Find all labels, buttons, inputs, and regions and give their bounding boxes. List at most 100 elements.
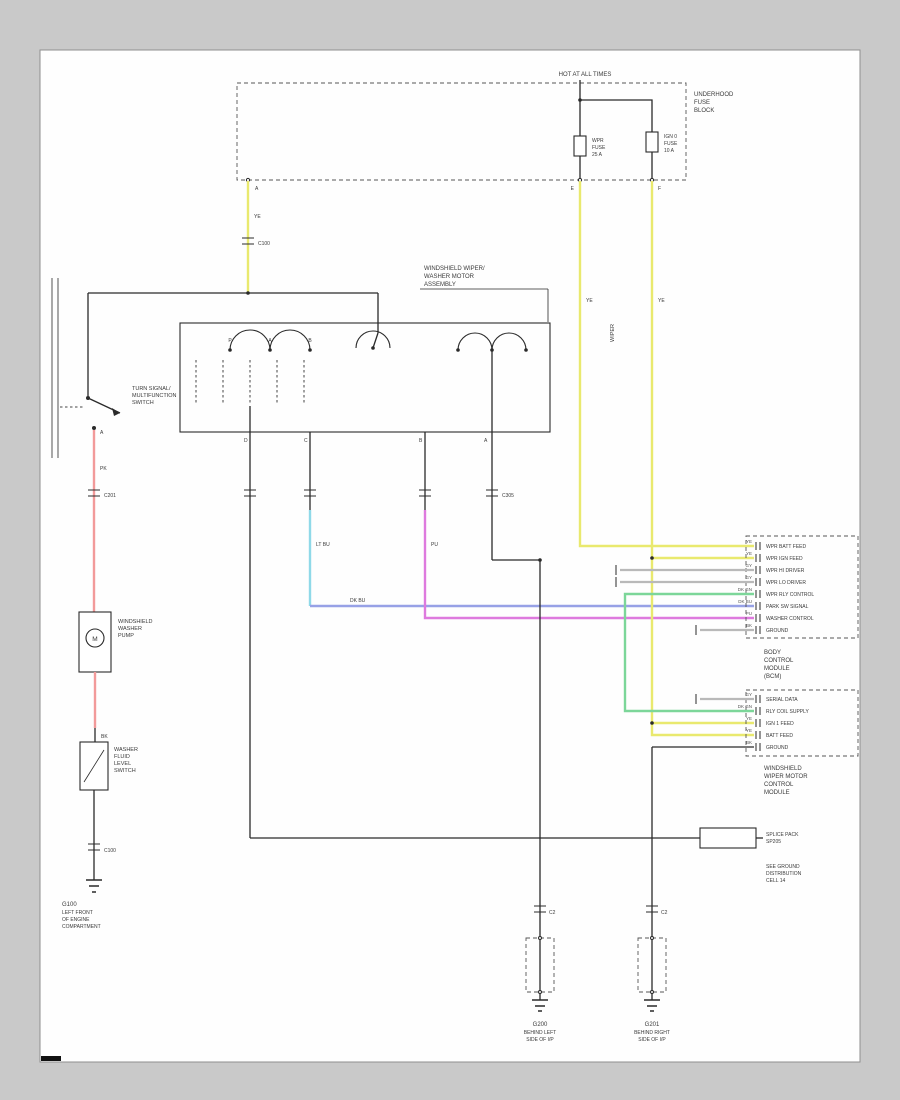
- pin-letter: D: [244, 438, 248, 444]
- splice-pack-name: SPLICE PACK: [766, 832, 799, 838]
- motor-name: WINDSHIELD WIPER/: [424, 266, 485, 272]
- fuse2-label: FUSE: [664, 141, 678, 147]
- ground-name-g201: G201: [645, 1022, 660, 1028]
- washer-pump-motor-icon: [85, 628, 105, 648]
- bcm-row-label: PARK SW SIGNAL: [766, 604, 809, 610]
- brush-arcs: [457, 332, 527, 351]
- fuse1-label: 25 A: [592, 152, 603, 158]
- wire-color-label: YE: [658, 298, 665, 304]
- arc-terminal: [308, 348, 312, 352]
- gray-wires: [620, 568, 754, 632]
- module2-name: WIPER MOTOR: [764, 774, 808, 780]
- fuse-block-outline: [236, 82, 687, 181]
- bcm-name: MODULE: [764, 666, 790, 672]
- bcm-row-label: WPR HI DRIVER: [766, 568, 805, 574]
- connector-c2-ticks: [646, 905, 658, 913]
- switch-name: MULTIFUNCTION: [132, 393, 177, 399]
- splice-pack-name: SP205: [766, 839, 781, 845]
- module2-row-label: RLY COIL SUPPLY: [766, 709, 810, 715]
- bcm-row-label: WPR BATT FEED: [766, 544, 806, 550]
- wpr-fuse-icon: [573, 135, 587, 157]
- wire-color-label: DK BU: [350, 598, 366, 604]
- row-wire-code: BK: [746, 740, 752, 745]
- row-wire-code: YE: [746, 539, 752, 544]
- connector-c100-ticks: [242, 237, 254, 245]
- sheet-corner-mark: [41, 1056, 61, 1061]
- row-wire-code: YE: [746, 716, 752, 721]
- wire-color-label: LT BU: [316, 542, 330, 548]
- connector-c201-ticks: [88, 489, 100, 497]
- connector-c305-ticks: [244, 489, 498, 497]
- arc-terminal: [456, 348, 460, 352]
- splice-dot: [246, 291, 250, 295]
- pin-letter: A: [484, 438, 488, 444]
- pin-letter: F: [658, 186, 661, 192]
- bcm-row-label: WPR IGN FEED: [766, 556, 803, 562]
- arc-terminal: [371, 346, 375, 350]
- row-wire-code: GY: [745, 575, 752, 580]
- g201-ground-wire: [651, 746, 754, 1000]
- pass-pin: [538, 990, 542, 994]
- bcm-connector-stack: YE WPR BATT FEED YE WPR IGN FEED GY WPR …: [615, 535, 859, 713]
- connector-label: C2: [661, 910, 668, 916]
- switch-output-dot: [92, 426, 96, 430]
- module2-connector-outline: [745, 689, 859, 757]
- bcm-row-label: WPR LO DRIVER: [766, 580, 806, 586]
- fuse1-label: WPR: [592, 138, 604, 144]
- row-wire-code: GY: [745, 563, 752, 568]
- gray-wire-end-ticks: [615, 565, 697, 635]
- fuse-block-name: FUSE: [694, 100, 710, 106]
- module2-row-label: SERIAL DATA: [766, 697, 798, 703]
- mechanical-linkage-dashes: [195, 360, 305, 404]
- fuse-block-name: UNDERHOOD: [694, 92, 734, 98]
- level-switch-name: FLUID: [114, 754, 130, 760]
- arc-terminal: [268, 348, 272, 352]
- wiper-motor-assembly: WINDSHIELD WIPER/ WASHER MOTOR ASSEMBLY …: [179, 266, 551, 444]
- green-wire-loop: [623, 592, 754, 713]
- washer-pump-circuit: PK C201 M WINDSHIELD WASHER PUMP BK WASH…: [62, 430, 153, 930]
- level-switch-name: SWITCH: [114, 768, 136, 774]
- splice-pack-note: CELL 14: [766, 878, 785, 884]
- junction-dot: [538, 558, 542, 562]
- fuse2-label: 10 A: [664, 148, 675, 154]
- connector-label: C100: [104, 848, 116, 854]
- motor-internal-wires: [249, 350, 493, 432]
- module2-row-label: BATT FEED: [766, 733, 793, 739]
- arc-pin-letter: B: [308, 338, 312, 344]
- ground-symbol-g201: [644, 999, 660, 1012]
- bcm-name: CONTROL: [764, 658, 794, 664]
- park-switch-arcs: [229, 329, 311, 351]
- steering-column-lines: [51, 278, 59, 458]
- fuse1-label: FUSE: [592, 145, 606, 151]
- switch-name: TURN SIGNAL/: [132, 386, 171, 392]
- yellow-branches: [652, 556, 754, 725]
- bcm-row-label: GROUND: [766, 628, 789, 634]
- wire-color-label: YE: [586, 298, 593, 304]
- ground-location: BEHIND RIGHT: [634, 1030, 670, 1036]
- module2-name: MODULE: [764, 790, 790, 796]
- speed-switch-arc: [355, 330, 391, 349]
- arc-pin-letter: A: [268, 338, 272, 344]
- splice-pack-note: SEE GROUND: [766, 864, 800, 870]
- purple-wire: [423, 510, 754, 620]
- row-wire-code: DK GN: [738, 587, 752, 592]
- washer-pump-box: [78, 611, 112, 673]
- splice-pack-bus: SPLICE PACK SP205 SEE GROUND DISTRIBUTIO…: [250, 827, 802, 884]
- switch-name: SWITCH: [132, 400, 154, 406]
- pin-letter: E: [571, 186, 575, 192]
- ground-location: BEHIND LEFT: [524, 1030, 557, 1036]
- splice-pack-note: DISTRIBUTION: [766, 871, 802, 877]
- ground-runs: C2 C2 G200 BEHIND LEFT SIDE OF I/P G201 …: [492, 558, 754, 1043]
- arc-terminal: [228, 348, 232, 352]
- bcm-name: BODY: [764, 650, 781, 656]
- motor-box-outline: [179, 322, 551, 433]
- level-switch-contact: [83, 749, 105, 783]
- diagram-sheet: [39, 49, 861, 1063]
- wire-color-label: YE: [254, 214, 261, 220]
- ground-name-g200: G200: [533, 1022, 548, 1028]
- module2-row-label: GROUND: [766, 745, 789, 751]
- module2-name: WINDSHIELD: [764, 766, 802, 772]
- connector-label: C305: [502, 493, 514, 499]
